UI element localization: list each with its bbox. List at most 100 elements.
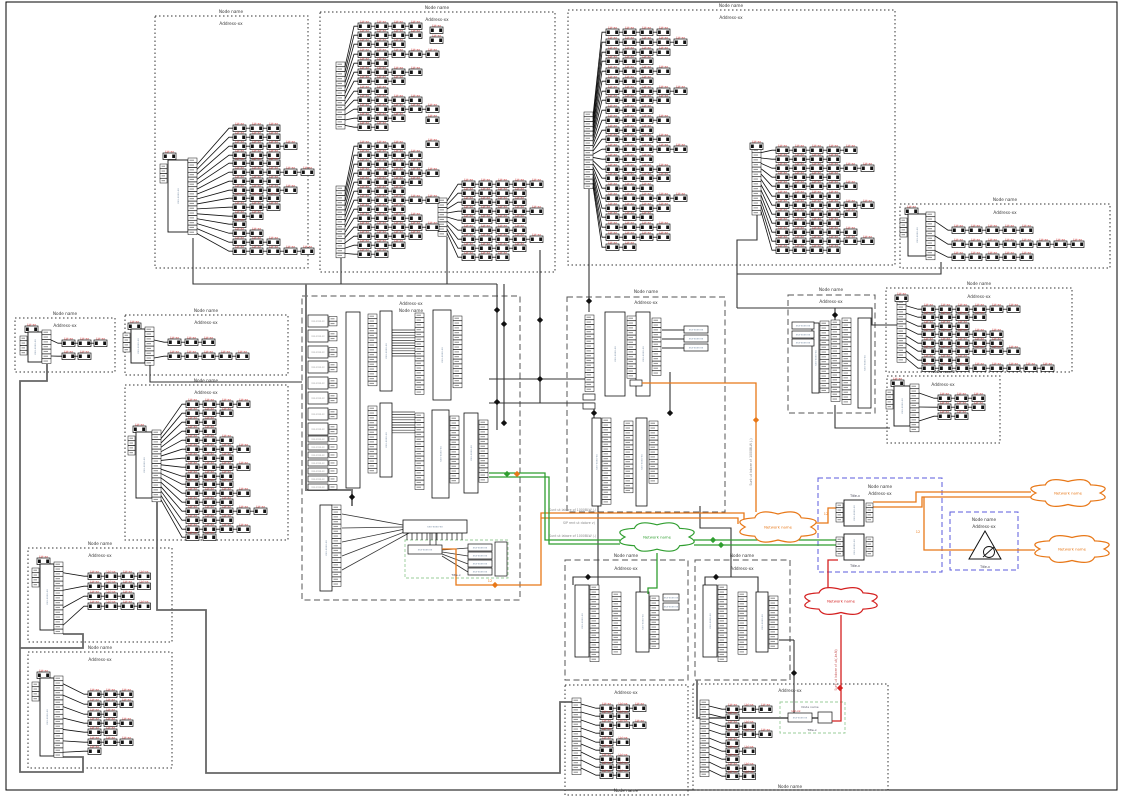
port-cell-label	[189, 183, 194, 185]
port-column	[53, 561, 64, 635]
leaf-node-label: Lbl-xx	[498, 232, 507, 236]
leaf-node-port	[285, 170, 288, 174]
leaf-node-label: Lbl-xx	[778, 225, 787, 229]
leaf-node-label: Lbl-xx	[360, 229, 369, 233]
leaf-node-port	[285, 144, 288, 148]
port-cell-label	[603, 429, 608, 431]
port-cell-label	[55, 626, 60, 628]
port-cell-label	[585, 118, 590, 120]
leaf-node: Lbl-xx	[529, 177, 544, 188]
port-cell-label	[439, 204, 444, 206]
leaf-node-port	[212, 447, 215, 451]
leaf-node-port	[204, 509, 207, 513]
port-cell-label	[832, 326, 837, 328]
leaf-node-port	[836, 157, 839, 161]
leaf-node-port	[802, 148, 805, 152]
leaf-node-port	[953, 228, 956, 232]
leaf-node-port	[497, 200, 500, 204]
port-cell-label	[369, 446, 374, 448]
leaf-node-port	[204, 518, 207, 522]
leaf-node-port	[675, 196, 678, 200]
port-cell-label	[701, 744, 706, 746]
device-box	[629, 379, 643, 387]
leaf-node-label: Lbl-xx	[360, 148, 369, 152]
leaf-node-label: Lbl-xx	[897, 291, 906, 295]
leaf-node-label: Lbl-xx	[90, 599, 99, 603]
port-cell-label	[161, 170, 165, 172]
leaf-node-port	[204, 491, 207, 495]
fan-line	[344, 181, 358, 212]
leaf-node-label: Lbl-xx	[90, 716, 99, 720]
leaf-node-port	[624, 59, 627, 63]
fan-line	[580, 711, 600, 717]
leaf-node-port	[802, 166, 805, 170]
leaf-node-port	[359, 52, 362, 56]
leaf-node-label: Lbl-xx	[377, 229, 386, 233]
leaf-node-port	[615, 79, 618, 83]
leaf-node-port	[658, 50, 661, 54]
leaf-node-port	[134, 427, 137, 431]
leaf-node-label: Lbl-xx	[205, 522, 214, 526]
port-cell-label	[369, 417, 374, 419]
fan-line	[196, 213, 233, 217]
leaf-node-port	[177, 340, 180, 344]
port-cell-label	[753, 183, 758, 185]
fan-line	[62, 585, 88, 591]
port-cell-label	[416, 486, 421, 488]
leaf-node-port	[367, 52, 370, 56]
fan-line	[760, 179, 776, 197]
leaf-node-port	[607, 98, 610, 102]
device-box	[582, 402, 596, 410]
port-cell-label	[480, 431, 485, 433]
leaf-node-port	[242, 196, 245, 200]
leaf-node-port	[221, 474, 224, 478]
leaf-node-port	[393, 207, 396, 211]
leaf-node-body	[860, 237, 875, 245]
leaf-node-body	[656, 165, 671, 173]
leaf-node-port	[641, 59, 644, 63]
port-cell-label	[330, 354, 335, 356]
port-cell-label	[770, 645, 775, 647]
fan-line	[592, 80, 606, 132]
port-cell-label	[901, 229, 905, 231]
leaf-node-body	[860, 201, 875, 209]
port-cell-label	[927, 256, 932, 258]
leaf-node-label: Lbl-xx	[778, 234, 787, 238]
port-cell-label	[613, 598, 618, 600]
fan-line	[160, 473, 186, 485]
port-cell-label	[832, 379, 837, 381]
port-column	[335, 185, 346, 259]
leaf-node-port	[113, 692, 116, 696]
leaf-node-port	[982, 315, 985, 319]
leaf-node-label: Lbl-xx	[975, 327, 984, 331]
port-cell-label	[146, 333, 151, 335]
leaf-node-label: Lbl-xx	[941, 319, 950, 323]
leaf-node-label: Lbl-xx	[812, 225, 821, 229]
leaf-node-port	[853, 166, 856, 170]
leaf-node-port	[964, 396, 967, 400]
port-cell-label	[625, 470, 630, 472]
fan-line	[708, 745, 726, 752]
patch-panel-label: xxx-xxxx-xx	[311, 470, 325, 473]
cluster-address: Address-xx	[88, 553, 112, 558]
leaf-node: Lbl-xx	[656, 171, 671, 182]
leaf-node-label: Lbl-xx	[608, 35, 617, 39]
leaf-node-port	[615, 59, 618, 63]
leaf-node-port	[607, 176, 610, 180]
leaf-node-port	[195, 500, 198, 504]
leaf-node-port	[751, 766, 755, 770]
port-column	[127, 435, 136, 456]
port-column	[144, 326, 155, 366]
leaf-node-port	[229, 456, 232, 460]
leaf-node-port	[384, 216, 387, 220]
leaf-node-port	[727, 766, 730, 770]
leaf-node-port	[607, 245, 610, 249]
leaf-node-body	[408, 232, 423, 240]
leaf-node-body	[266, 124, 281, 132]
leaf-node-port	[251, 179, 254, 183]
leaf-node: Lbl-xx	[495, 250, 510, 261]
leaf-node-port	[105, 730, 108, 734]
